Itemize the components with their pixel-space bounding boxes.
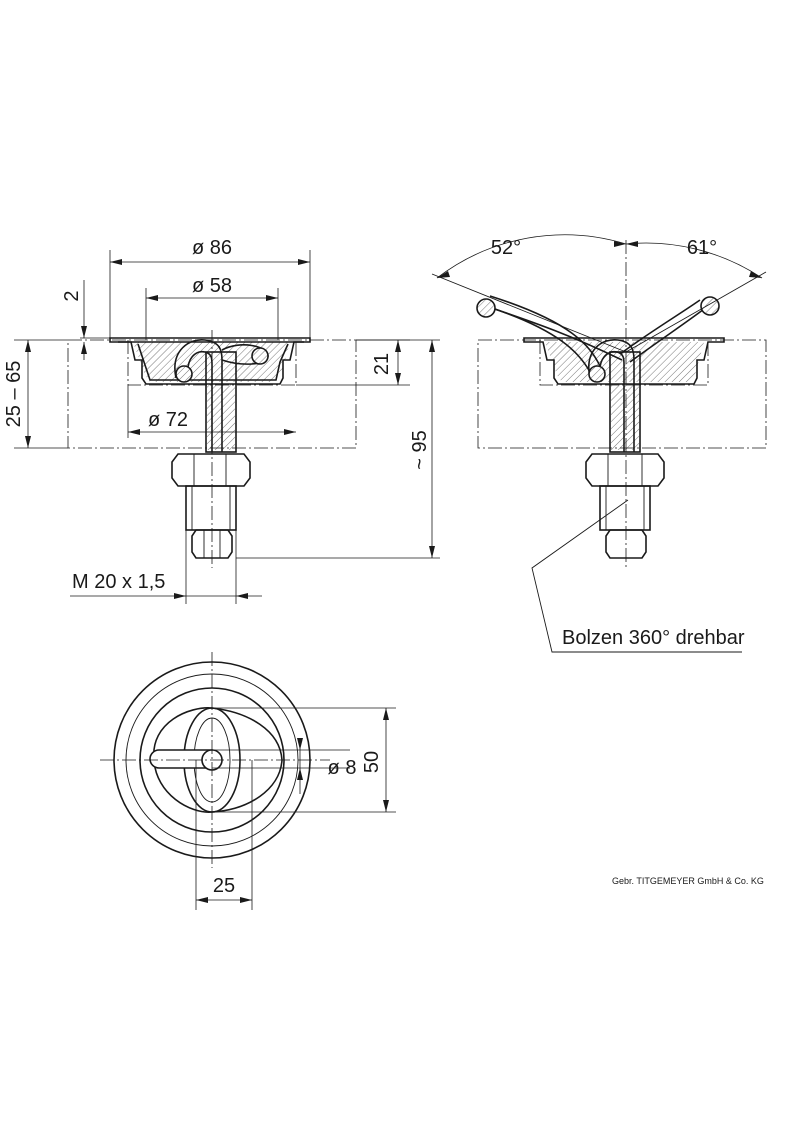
right-lower-nut — [605, 529, 647, 559]
left-threaded-shank — [185, 485, 237, 531]
left-lower-nut — [191, 529, 233, 559]
right-ring-hook-outer — [588, 339, 635, 452]
left-side-view: ø 86 ø 58 2 25 – 65 ø 72 21 — [3, 237, 440, 604]
right-threaded-shank — [599, 485, 651, 531]
left-nut — [171, 453, 251, 487]
dim-2: 2 — [61, 290, 83, 301]
dim-angle-52: 52° — [491, 237, 521, 259]
dim-d86: ø 86 — [192, 237, 232, 259]
dim-21: 21 — [371, 353, 393, 375]
left-ring-hook-outer — [174, 339, 223, 452]
angle-arc-right — [625, 242, 763, 279]
dim-50: 50 — [361, 751, 383, 773]
dim-d8: ø 8 — [328, 757, 357, 779]
company-name: Gebr. TITGEMEYER GmbH & Co. KG — [612, 876, 764, 886]
left-cup-outer — [109, 337, 311, 385]
dim-95: ~ 95 — [409, 430, 431, 469]
right-ring-left-arm-b — [489, 295, 601, 367]
right-nut — [585, 453, 665, 487]
callout-text: Bolzen 360° drehbar — [562, 627, 745, 649]
dim-thread: M 20 x 1,5 — [72, 571, 165, 593]
angle-arc-left — [436, 234, 627, 279]
dim-25-65: 25 – 65 — [3, 361, 25, 428]
top-view: 50 ø 8 25 — [100, 652, 396, 910]
dim-d58: ø 58 — [192, 275, 232, 297]
dim-angle-61: 61° — [687, 237, 717, 259]
dim-25: 25 — [213, 875, 235, 897]
right-cup-outer — [523, 337, 725, 385]
dim-d72: ø 72 — [148, 409, 188, 431]
right-side-view: 52° 61° Bolzen 360° drehbar — [431, 234, 767, 653]
callout-leader — [531, 499, 742, 653]
right-ring-right-arm-b — [619, 299, 701, 355]
